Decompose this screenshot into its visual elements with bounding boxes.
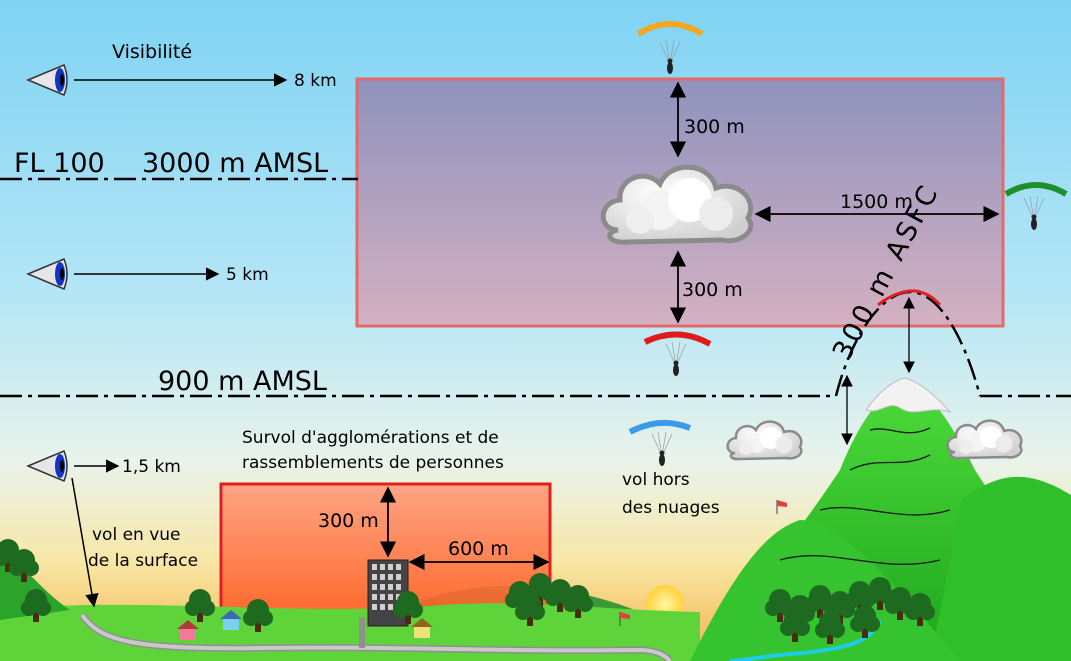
road-surface [80,613,672,661]
snow-cap [865,377,952,414]
mountain-right [930,476,1071,661]
mountain-contours [779,427,951,565]
cloud-below-label: 300 m [682,279,743,301]
visibility-low-label: 1,5 km [122,457,181,477]
surface-note-line2: de la surface [88,551,198,571]
urban-title-line1: Survol d'agglomérations et de [242,428,499,448]
surface-note-line1: vol en vue [92,525,181,545]
asfc-arc-highlight [877,289,942,307]
river [729,619,882,661]
visibility-mid-label: 5 km [226,265,269,285]
paraglider-icon [636,21,704,75]
visibility-high-label: 8 km [294,71,337,91]
cloud-horizontal-label: 1500 m [840,191,913,213]
upper-amsl-label: 3000 m AMSL [142,148,328,179]
surface-arrow [71,477,99,608]
windsock-icon [619,500,787,626]
paraglider-icon-green [1004,182,1068,231]
clear-of-clouds-line2: des nuages [622,498,720,518]
lower-amsl-label: 900 m AMSL [158,366,327,397]
urban-vertical-label: 300 m [318,510,379,532]
fl100-label: FL 100 [14,148,105,179]
paraglider-icon-red [643,331,712,377]
urban-title-line2: rassemblements de personnes [242,453,504,473]
house-icon [177,610,433,640]
paraglider-icon-blue [628,419,692,467]
visibility-title: Visibilité [112,41,192,63]
clear-of-clouds-line1: vol hors [622,470,690,490]
urban-horizontal-label: 600 m [448,538,509,560]
cloud-above-label: 300 m [684,116,745,138]
